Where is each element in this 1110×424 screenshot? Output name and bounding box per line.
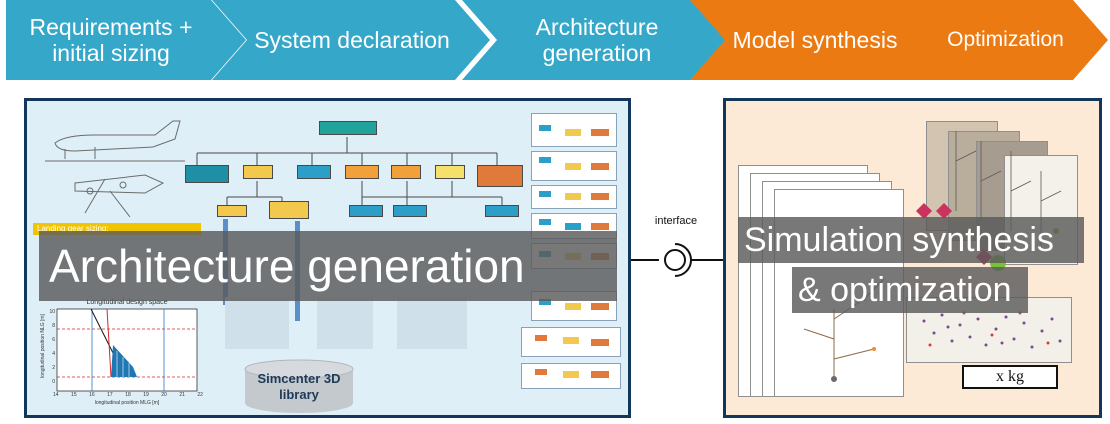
x-tick: 22 [197,392,203,398]
architecture-generation-panel: Landing gear sizing: Longitudinal design… [24,98,631,418]
library-cylinder [244,359,354,413]
interface-label: interface [654,215,698,227]
tree-node [477,165,523,187]
chevron-shape [6,0,246,80]
process-step-requirements: Requirements + initial sizing [6,0,246,80]
plot-canvas [56,308,198,392]
synthesis-overlay-line2: & optimization [792,267,1028,313]
y-tick: 0 [52,379,55,385]
chevron-shape [690,0,936,80]
model-thumbnail [397,297,467,349]
x-tick: 16 [89,392,95,398]
model-thumbnail [317,297,373,349]
tree-node [345,165,379,179]
plot-y-label: longitudinal position NLG [m] [40,314,46,378]
chevron-shape [462,0,730,80]
x-tick: 19 [143,392,149,398]
tree-node [217,205,247,217]
step-label: Requirements + initial sizing [29,14,193,66]
tree-node [297,165,331,179]
tree-node [349,205,383,217]
simulation-synthesis-panel: x kg Simulation synthesis & optimization [723,98,1102,418]
step-label: Architecture generation [535,14,659,66]
x-tick: 15 [71,392,77,398]
design-space-plot: Longitudinal design space 10 8 6 4 2 0 1… [37,299,205,409]
interface-connector-icon [631,243,723,277]
chevron-shape [898,0,1108,80]
aircraft-sketch [45,120,185,218]
y-tick: 8 [52,323,55,329]
plot-x-ticks: 14 15 16 17 18 19 20 21 22 [53,392,203,398]
step-label: System declaration [254,27,450,53]
tree-node [435,165,465,179]
tree-node [485,205,519,217]
x-tick: 20 [161,392,167,398]
tree-node [269,201,309,219]
process-step-architecture-generation: Architecture generation [462,0,730,80]
library-label: Simcenter 3D library [257,371,341,402]
y-tick: 10 [49,309,55,315]
result-mass-box: x kg [962,365,1058,389]
y-tick: 2 [52,365,55,371]
model-thumbnail [225,297,289,349]
chevron-shape [212,0,490,80]
process-step-system-declaration: System declaration [212,0,490,80]
architecture-overlay-title: Architecture generation [39,231,617,301]
plot-title: Longitudinal design space [86,299,168,306]
tree-node [185,165,229,183]
synthesis-overlay-line1: Simulation synthesis [738,217,1084,263]
x-tick: 17 [107,392,113,398]
architecture-tree [196,137,503,205]
x-tick: 18 [125,392,131,398]
tree-node [243,165,273,179]
process-step-optimization: Optimization [898,0,1108,80]
step-label: Model synthesis [732,27,898,53]
tree-node [391,165,421,179]
plot-x-label: longitudinal position MLG [m] [94,400,160,406]
tree-node [393,205,427,217]
plot-y-ticks: 10 8 6 4 2 0 [41,305,55,391]
process-step-model-synthesis: Model synthesis [690,0,936,80]
x-tick: 21 [179,392,185,398]
step-label: Optimization [947,28,1064,51]
x-tick: 14 [53,392,59,398]
scatter-dots [922,311,1062,349]
y-tick: 4 [52,351,55,357]
root-node [319,121,377,135]
y-tick: 6 [52,337,55,343]
